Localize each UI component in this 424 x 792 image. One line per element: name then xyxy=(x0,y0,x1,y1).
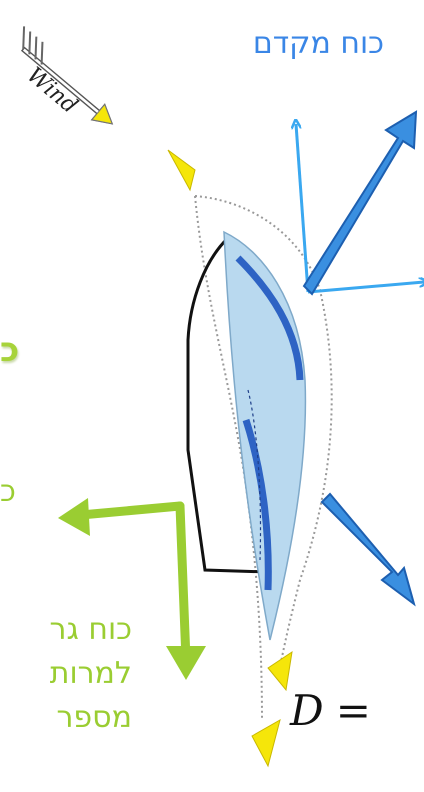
sail xyxy=(223,230,307,641)
forward-force-label: כוח מקדם xyxy=(252,26,384,61)
resultant-force-arrow xyxy=(302,110,418,296)
force-components xyxy=(296,124,424,294)
green-label-fragment-2: כ xyxy=(0,474,16,509)
flow-arrowheads xyxy=(167,149,293,768)
green-label-line-1: כוח גר xyxy=(49,612,132,647)
boat-hull xyxy=(186,236,269,574)
green-arrowhead-down xyxy=(166,646,206,680)
green-label-line-2: למרות xyxy=(49,656,132,691)
green-label-fragment-1: כ xyxy=(0,330,20,370)
side-component-arrow xyxy=(307,282,424,294)
formula-equals: = xyxy=(335,686,371,735)
airflow-lines xyxy=(194,195,333,721)
forward-component-arrow xyxy=(296,124,310,293)
drag-force-arrow xyxy=(320,492,416,607)
formula: D= xyxy=(290,686,371,735)
green-arrowhead-left xyxy=(58,498,90,536)
green-label-line-3: מספר xyxy=(56,700,132,735)
green-label-block: כוח גר למרות מספר xyxy=(50,608,132,740)
wind-arrow-icon: Wind xyxy=(20,26,114,125)
formula-symbol: D xyxy=(290,686,324,735)
